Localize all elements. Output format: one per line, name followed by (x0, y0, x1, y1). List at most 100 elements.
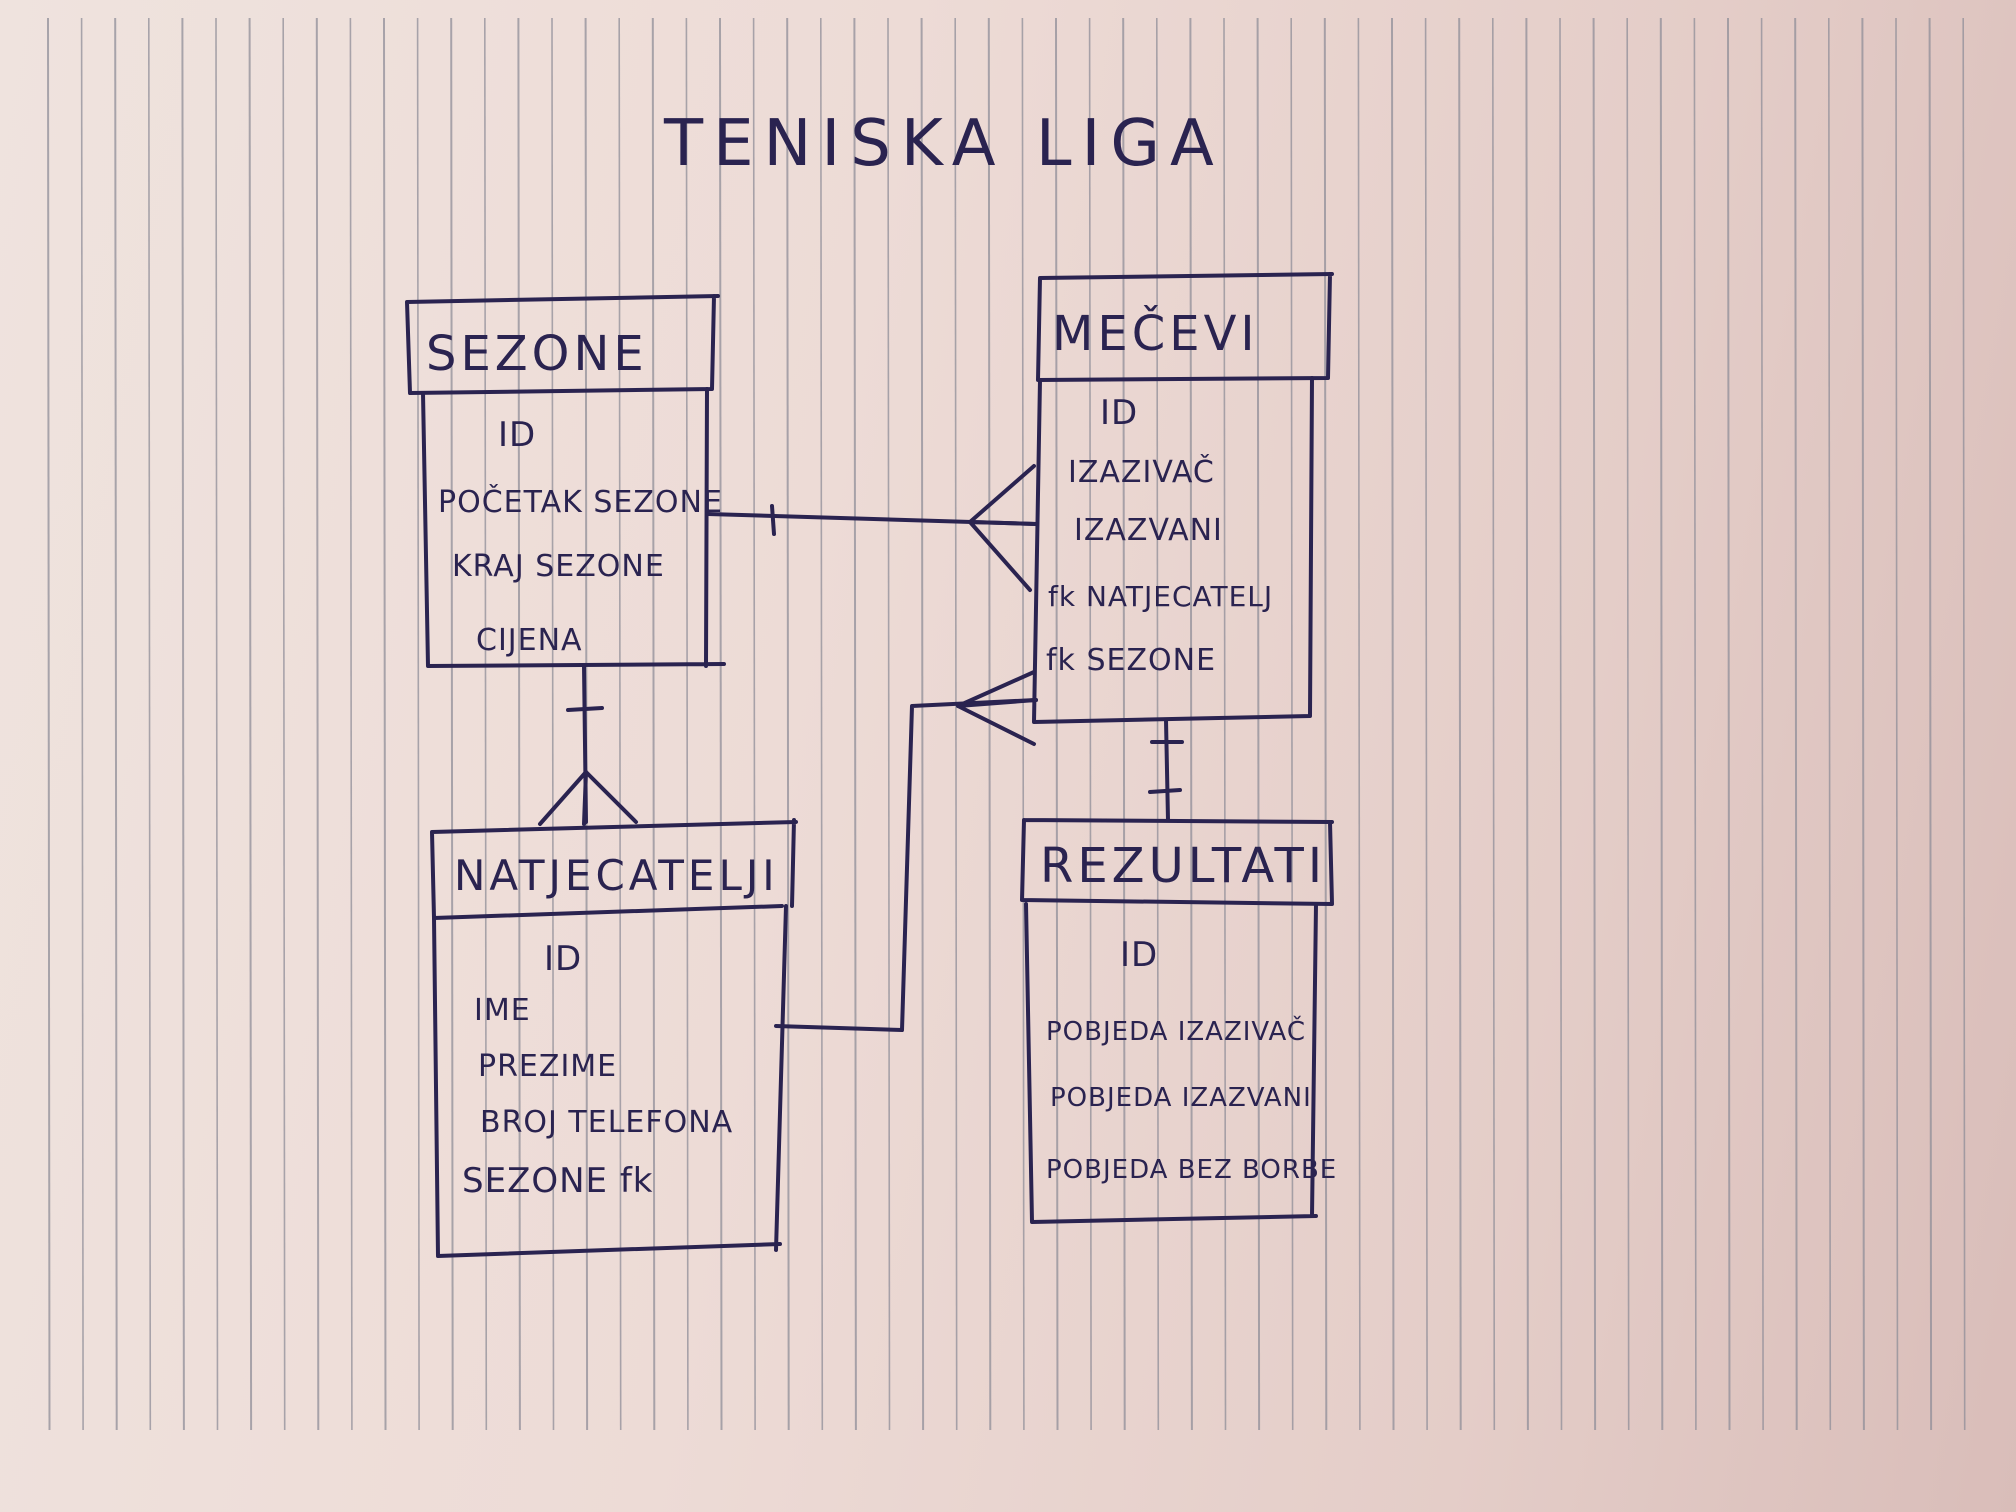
rule-line (1492, 17, 1496, 1431)
sezone-field-kraj: KRAJ SEZONE (452, 549, 665, 584)
rule-line (1828, 17, 1832, 1431)
mecevi-field-fk-sezone: fk SEZONE (1046, 643, 1216, 678)
relationship-mecevi-rezultati (1148, 718, 1184, 822)
rezultati-field-id: ID (1120, 935, 1158, 975)
sezone-title: SEZONE (426, 326, 648, 382)
rezultati-field-pobjeda-bez-borbe: POBJEDA BEZ BORBE (1046, 1155, 1337, 1185)
rule-line (517, 17, 521, 1431)
rezultati-body-box (1024, 902, 1318, 1224)
rule-line (1088, 17, 1092, 1431)
rule-line (853, 17, 857, 1431)
entity-natjecatelji: NATJECATELJI ID IME PREZIME BROJ TELEFON… (430, 818, 798, 1258)
one-marker (770, 504, 776, 536)
rule-line (416, 17, 420, 1431)
mecevi-title: MEČEVI (1052, 305, 1259, 362)
sezone-field-pocetak: POČETAK SEZONE (438, 483, 723, 520)
rule-line (1559, 17, 1563, 1431)
rule-line (618, 17, 622, 1431)
rule-line (1727, 17, 1731, 1431)
natjecatelji-body-box (432, 904, 788, 1258)
rule-line (920, 17, 925, 1431)
mecevi-header-box (1036, 272, 1334, 382)
rule-line (450, 17, 454, 1431)
relationship-sezone-mecevi (706, 464, 1038, 592)
rule-line (786, 17, 790, 1431)
mecevi-field-id: ID (1100, 393, 1138, 433)
rule-line (1693, 17, 1697, 1431)
sezone-field-cijena: CIJENA (476, 623, 583, 658)
sezone-header-box (405, 294, 720, 395)
rule-line (1895, 17, 1899, 1431)
rule-line (1055, 17, 1059, 1431)
rule-line (315, 17, 320, 1431)
rule-line (1391, 17, 1395, 1431)
mecevi-field-izazvani: IZAZVANI (1074, 513, 1223, 548)
rule-line (383, 17, 387, 1431)
natjecatelji-field-prezime: PREZIME (478, 1049, 617, 1084)
rule-line (181, 17, 185, 1431)
rule-line (80, 17, 84, 1431)
rule-line (148, 17, 152, 1431)
natjecatelji-header-box (430, 818, 798, 920)
rule-line (1256, 17, 1261, 1431)
entity-mecevi: MEČEVI ID IZAZIVAČ IZAZVANI fk NATJECATE… (1032, 272, 1334, 724)
rule-line (215, 17, 219, 1431)
rezultati-title: REZULTATI (1040, 838, 1326, 894)
relationship-natjecatelji-mecevi (774, 670, 1038, 1032)
mecevi-field-fk-natjecatelj: fk NATJECATELJ (1048, 580, 1273, 613)
rule-line (1223, 17, 1227, 1431)
rule-line (1626, 17, 1630, 1431)
natjecatelji-field-sezone-fk: SEZONE fk (462, 1161, 654, 1201)
sezone-field-id: ID (498, 415, 536, 455)
rule-line (1760, 17, 1764, 1431)
natjecatelji-field-ime: IME (474, 993, 531, 1028)
rule-line (114, 17, 118, 1431)
rule-line (1525, 17, 1529, 1431)
rule-line (47, 17, 51, 1431)
rule-line (1592, 17, 1597, 1431)
relationship-sezone-natjecatelji (538, 664, 638, 826)
rule-line (685, 17, 689, 1431)
diagram-title: TENISKA LIGA (663, 107, 1224, 181)
natjecatelji-title: NATJECATELJI (454, 851, 779, 900)
rule-line (1021, 17, 1025, 1431)
mecevi-field-izazivac: IZAZIVAČ (1068, 453, 1215, 490)
rule-line (954, 17, 958, 1431)
rule-line (719, 17, 723, 1431)
rule-line (819, 17, 824, 1431)
rule-line (651, 17, 656, 1431)
rule-line (1424, 17, 1428, 1431)
rule-line (1928, 17, 1933, 1431)
rule-line (1357, 17, 1361, 1431)
mecevi-body-box (1032, 376, 1314, 724)
rezultati-field-pobjeda-izazivac: POBJEDA IZAZIVAČ (1046, 1015, 1306, 1047)
rule-line (282, 17, 286, 1431)
rule-line (1659, 17, 1664, 1431)
rule-line (887, 17, 891, 1431)
sezone-body-box (421, 387, 726, 668)
rule-line (349, 17, 353, 1431)
rule-line (551, 17, 555, 1431)
crowsfoot-marker (956, 670, 1038, 746)
rezultati-header-box (1020, 818, 1334, 906)
natjecatelji-field-id: ID (544, 939, 582, 979)
entity-sezone: SEZONE ID POČETAK SEZONE KRAJ SEZONE CIJ… (405, 294, 726, 668)
rule-line (1290, 17, 1294, 1431)
rule-line (1861, 17, 1865, 1431)
crowsfoot-marker (968, 464, 1038, 592)
one-marker (1148, 740, 1184, 794)
rule-line (1794, 17, 1798, 1431)
rule-line (1458, 17, 1462, 1431)
rezultati-field-pobjeda-izazvani: POBJEDA IZAZVANI (1050, 1083, 1312, 1113)
natjecatelji-field-broj-telefona: BROJ TELEFONA (480, 1105, 733, 1140)
crowsfoot-marker (538, 770, 638, 826)
rule-line (1122, 17, 1126, 1431)
rule-line (248, 17, 253, 1431)
entity-rezultati: REZULTATI ID POBJEDA IZAZIVAČ POBJEDA IZ… (1020, 818, 1337, 1224)
rule-line (1323, 17, 1328, 1431)
rule-line (1156, 17, 1160, 1431)
rule-line (752, 17, 756, 1431)
